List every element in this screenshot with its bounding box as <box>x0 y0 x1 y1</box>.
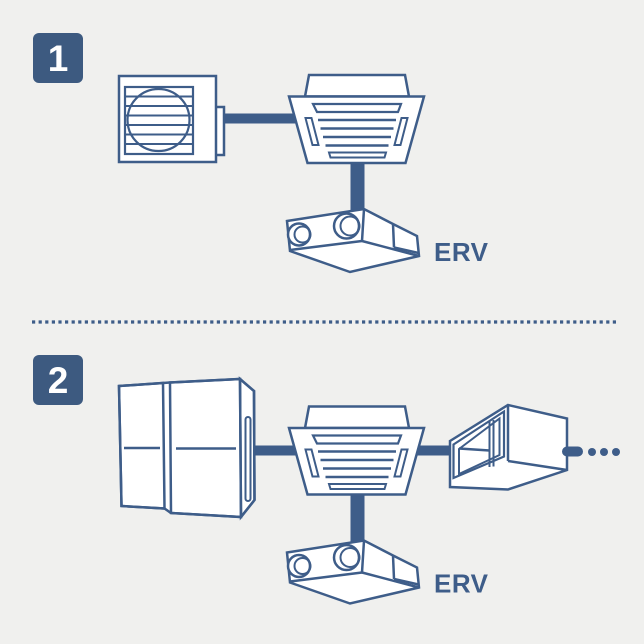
section-2-number: 2 <box>48 360 69 401</box>
duct-unit-icon <box>448 403 569 491</box>
ellipsis-dot <box>600 448 608 456</box>
ellipsis-dot <box>612 448 620 456</box>
ceiling-cassette-icon-2 <box>287 405 426 496</box>
continuation-indicator <box>562 446 620 457</box>
section-2: 2 <box>33 355 620 605</box>
outdoor-unit-vrf-icon <box>117 376 256 521</box>
ceiling-cassette-icon-1 <box>287 73 426 165</box>
ellipsis-dot <box>588 448 596 456</box>
section-1-number: 1 <box>48 38 69 79</box>
outdoor-unit-single-icon <box>117 74 226 164</box>
section-1-badge: 1 <box>33 33 83 83</box>
erv-duct-line-2 <box>350 489 365 547</box>
erv-label-1: ERV <box>434 237 489 267</box>
side-vent-slot <box>244 416 252 502</box>
erv-unit-icon-1 <box>285 207 421 274</box>
fan-icon <box>126 87 191 153</box>
erv-duct-line-1 <box>350 158 365 215</box>
badge-background <box>33 33 83 83</box>
erv-label-2: ERV <box>434 569 489 599</box>
section-2-badge: 2 <box>33 355 83 405</box>
badge-background <box>33 355 83 405</box>
erv-unit-icon-2 <box>285 539 421 605</box>
section-1: 1 ERV <box>33 33 489 274</box>
